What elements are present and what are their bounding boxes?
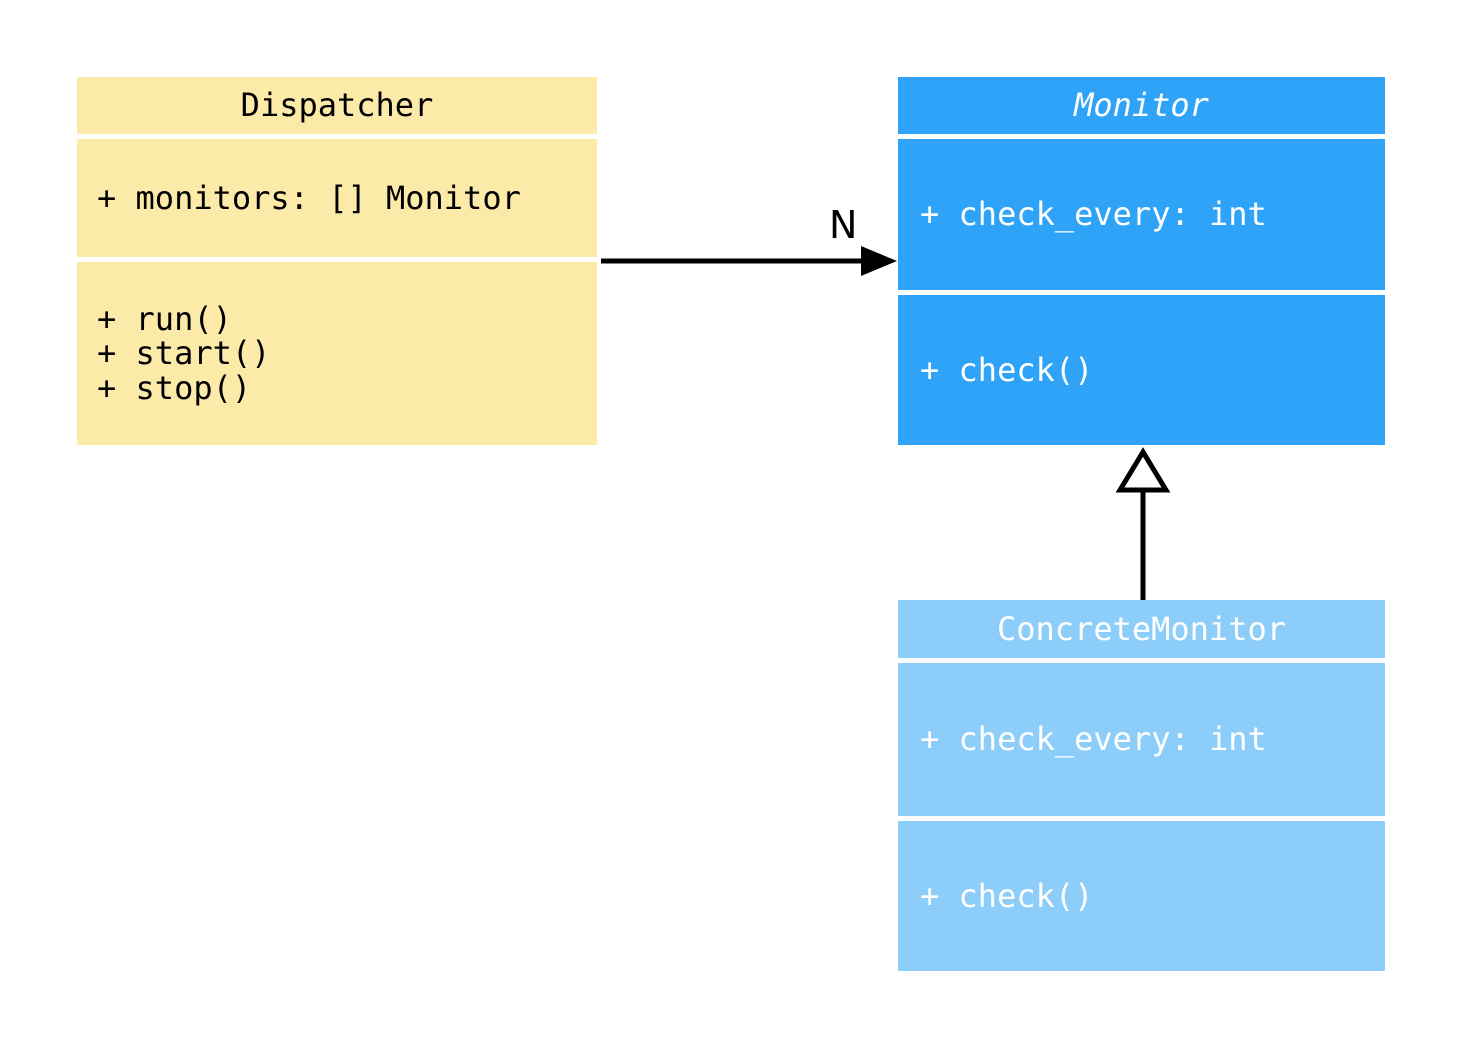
class-methods-dispatcher: + run() + start() + stop() — [77, 262, 597, 445]
method-start: + start() — [97, 334, 271, 373]
association-arrow-dispatcher-to-monitor — [601, 246, 897, 276]
method-stop: + stop() — [97, 368, 252, 407]
class-title-dispatcher: Dispatcher — [77, 77, 597, 134]
association-multiplicity-label: N — [829, 203, 858, 247]
class-box-monitor: Monitor + check_every: int + check() — [898, 77, 1385, 445]
attribute-check-every: + check_every: int — [920, 720, 1267, 759]
class-box-dispatcher: Dispatcher + monitors: [] Monitor + run(… — [77, 77, 597, 445]
class-methods-monitor: + check() — [898, 295, 1385, 445]
class-attributes-concrete-monitor: + check_every: int — [898, 663, 1385, 816]
class-box-concrete-monitor: ConcreteMonitor + check_every: int + che… — [898, 600, 1385, 971]
class-methods-concrete-monitor: + check() — [898, 821, 1385, 971]
attribute-monitors: + monitors: [] Monitor — [97, 178, 521, 217]
method-run: + run() — [97, 299, 232, 338]
class-attributes-monitor: + check_every: int — [898, 139, 1385, 290]
method-check: + check() — [920, 350, 1094, 389]
class-attributes-dispatcher: + monitors: [] Monitor — [77, 139, 597, 257]
class-title-monitor: Monitor — [898, 77, 1385, 134]
inheritance-arrow-concretemonitor-to-monitor — [1115, 447, 1171, 600]
method-check: + check() — [920, 876, 1094, 915]
attribute-check-every: + check_every: int — [920, 195, 1267, 234]
class-title-concrete-monitor: ConcreteMonitor — [898, 600, 1385, 658]
